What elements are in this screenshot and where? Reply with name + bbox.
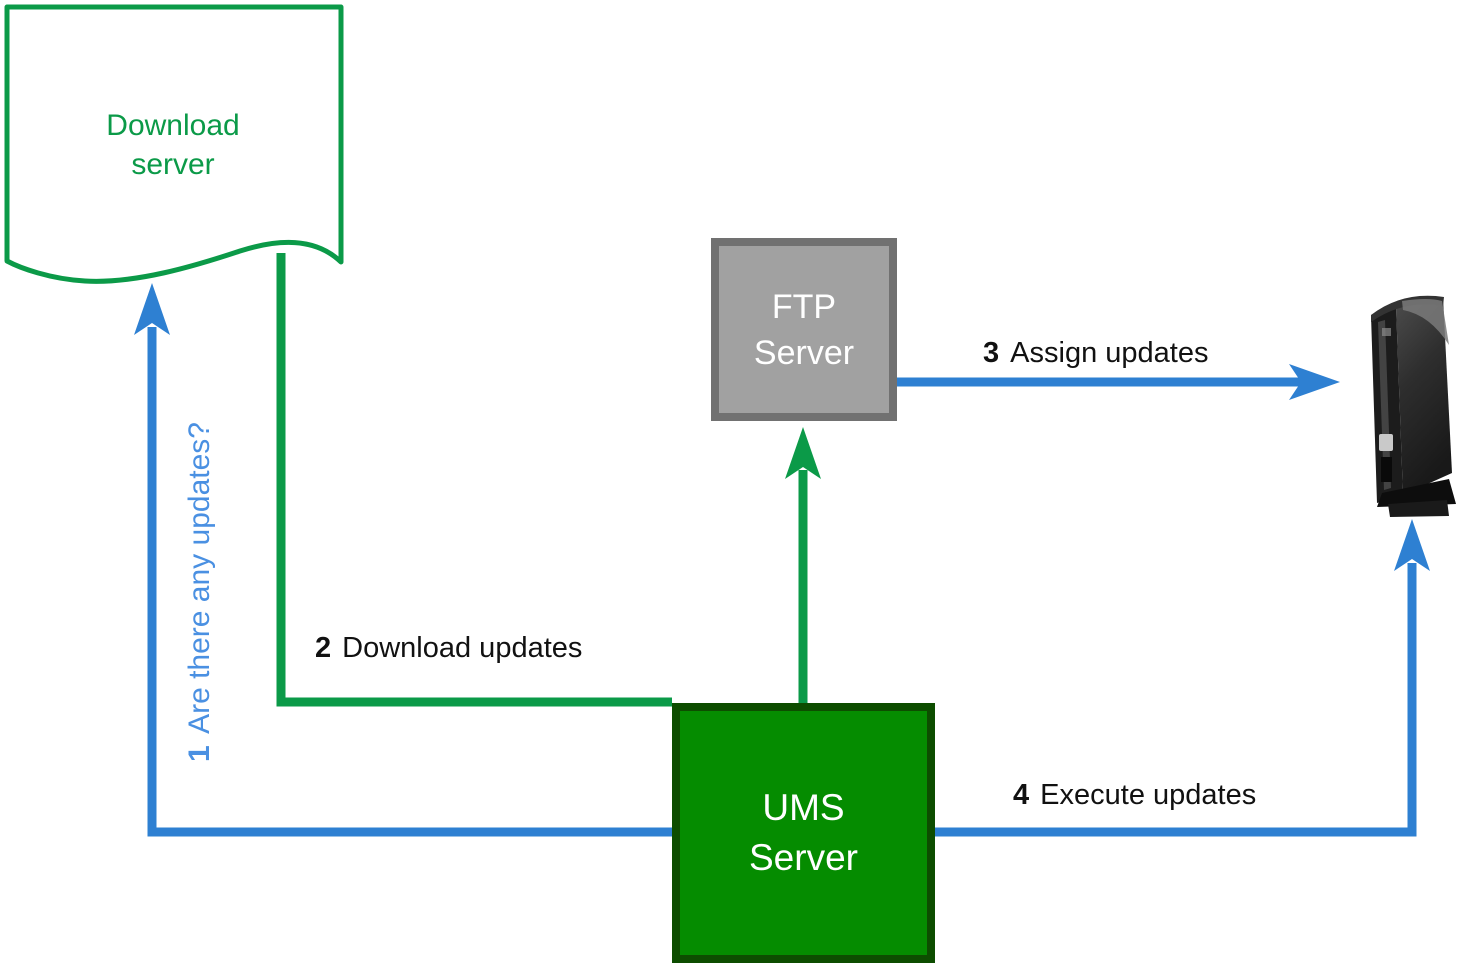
step-3-number: 3 — [983, 337, 1000, 369]
step-2-number: 2 — [315, 632, 332, 664]
arrow-1-head — [134, 283, 170, 335]
ums-server-node: UMS Server — [672, 703, 935, 963]
step-4-label: 4 Execute updates — [1013, 779, 1256, 812]
line-2-path — [276, 253, 672, 707]
step-1-number: 1 — [183, 745, 216, 762]
step-2-text: Download updates — [342, 632, 583, 664]
arrow-3-head — [1289, 364, 1340, 400]
ums-server-label: UMS Server — [749, 787, 858, 878]
step-3-label: 3 Assign updates — [983, 337, 1208, 370]
step-1-label: 1 Are there any updates? — [183, 422, 217, 762]
step-4-text: Execute updates — [1040, 779, 1257, 811]
step-2-label: 2 Download updates — [315, 632, 582, 665]
ums-to-ftp-arrowhead — [785, 427, 821, 479]
ftp-server-label: FTP Server — [753, 287, 855, 372]
download-server-shape — [4, 4, 344, 284]
thin-client-device-image — [1371, 295, 1456, 517]
step-1-text: Are there any updates? — [183, 422, 216, 734]
step-4-number: 4 — [1013, 779, 1030, 811]
device-logo — [1379, 434, 1393, 451]
step-3-text: Assign updates — [1010, 337, 1209, 369]
ftp-server-node: FTP Server — [711, 238, 897, 421]
arrow-4-head — [1394, 519, 1430, 571]
download-server-label: Download server — [106, 109, 240, 181]
